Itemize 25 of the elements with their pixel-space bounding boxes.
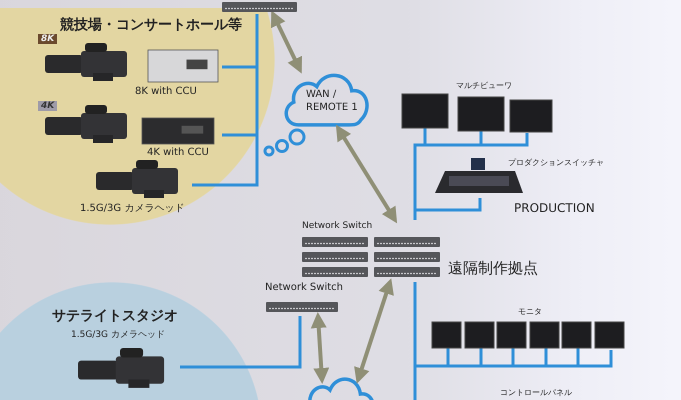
device-caption: コントロールパネル xyxy=(500,387,572,398)
device-caption: 4K with CCU xyxy=(147,147,209,158)
area-title: サテライトスタジオ xyxy=(52,307,178,325)
resolution-badge: 4K xyxy=(38,101,58,111)
cable-line xyxy=(414,280,612,368)
device-caption: プロダクションスイッチャ xyxy=(508,157,604,168)
arrow xyxy=(336,124,398,224)
device-caption: 1.5G/3G カメラヘッド xyxy=(71,329,165,341)
cloud-label: WAN / REMOTE 1 xyxy=(306,88,359,114)
arrow xyxy=(271,10,302,74)
device-caption: 1.5G/3G カメラヘッド xyxy=(80,202,184,215)
device-caption: 8K with CCU xyxy=(135,86,197,97)
area-title: 競技場・コンサートホール等 xyxy=(60,16,242,34)
resolution-badge: 8K xyxy=(38,34,58,44)
cable-line xyxy=(192,14,258,186)
device-caption: マルチビューワ xyxy=(456,80,512,91)
arrow xyxy=(354,278,394,384)
arrow xyxy=(310,312,330,384)
site-title: 遠隔制作拠点 xyxy=(448,259,538,278)
cable-line xyxy=(414,198,482,220)
cable-line xyxy=(180,316,302,368)
device-caption: モニタ xyxy=(518,306,542,317)
device-caption: Network Switch xyxy=(302,221,372,231)
section-title: PRODUCTION xyxy=(514,201,595,215)
device-caption: Network Switch xyxy=(265,282,343,293)
